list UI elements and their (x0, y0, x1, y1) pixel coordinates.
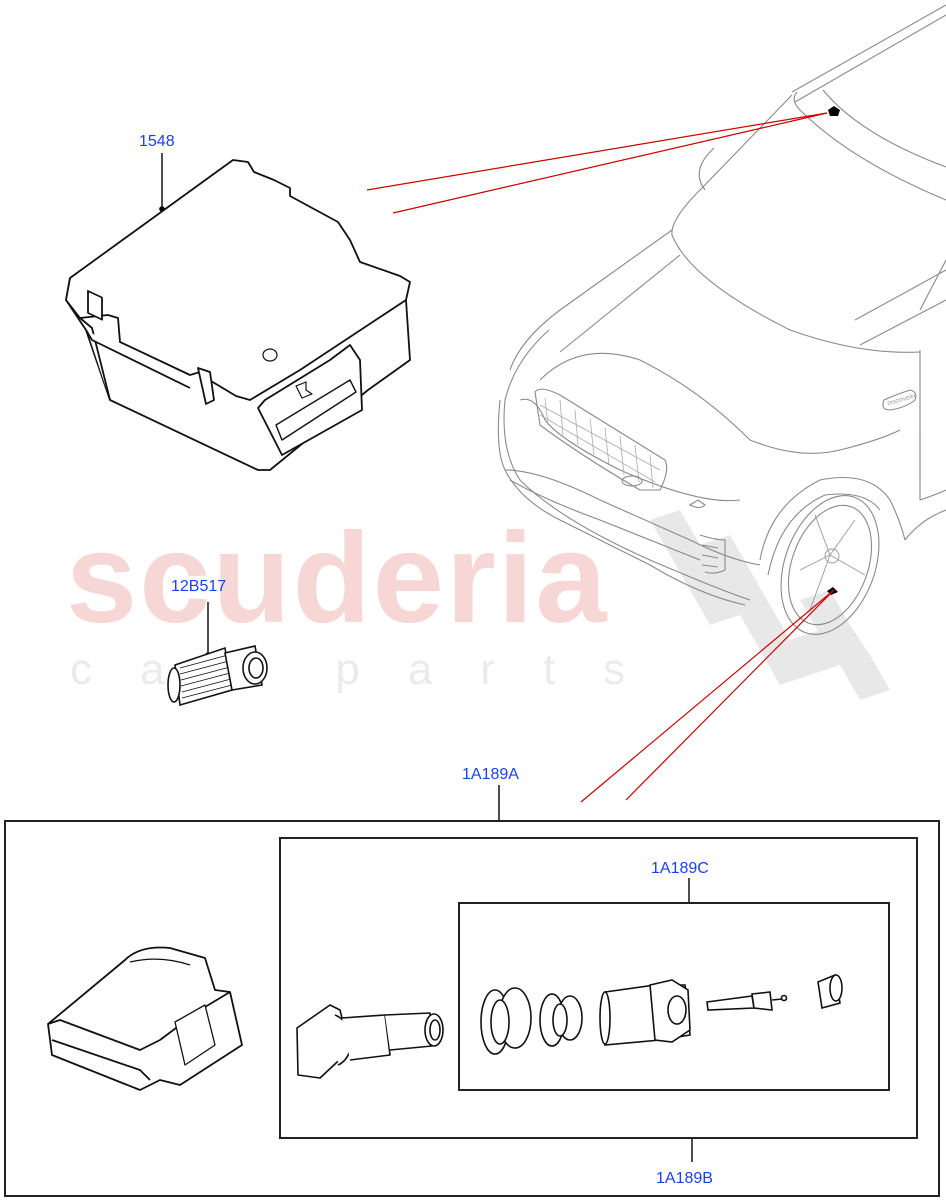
group-box-1A189C (458, 902, 890, 1091)
vehicle-badge: DISCOVERY (887, 393, 918, 407)
leader-lines (161, 153, 693, 1162)
vehicle-outline: DISCOVERY (497, 4, 946, 635)
tpms-sensor-body (47, 946, 243, 1091)
group-box-1A189A (4, 820, 940, 1197)
watermark-brand: scuderia (66, 507, 609, 650)
valve-kit-parts (480, 973, 843, 1055)
callout-1A189A[interactable]: 1A189A (462, 766, 519, 783)
tpms-control-module (65, 159, 411, 471)
callout-1A189B[interactable]: 1A189B (656, 1170, 713, 1187)
callout-12B517[interactable]: 12B517 (171, 578, 227, 595)
windscreen-marker-icon (828, 106, 840, 116)
valve-cap-part (167, 645, 268, 707)
callout-1A189C[interactable]: 1A189C (651, 860, 709, 877)
watermark-tagline: car parts (70, 645, 674, 694)
group-box-1A189B (279, 837, 918, 1139)
location-lines (366, 112, 835, 803)
callout-1548[interactable]: 1548 (139, 133, 175, 150)
valve-stem-part (296, 1004, 444, 1079)
